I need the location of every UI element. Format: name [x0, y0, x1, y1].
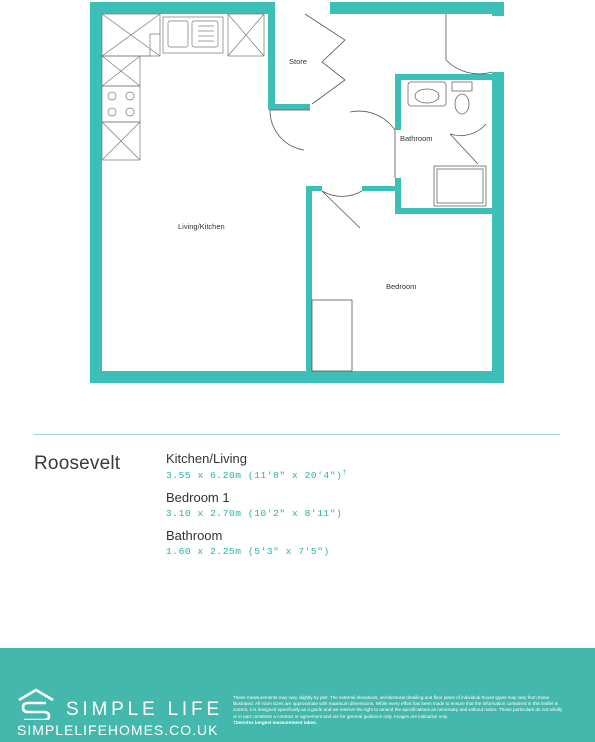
- wall-top-left: [90, 2, 275, 14]
- walls: [90, 2, 504, 383]
- hob-icon: [101, 85, 141, 123]
- wardrobe: [311, 299, 353, 372]
- schedule-room-name: Kitchen/Living: [166, 451, 247, 466]
- brand-name: SIMPLE LIFE: [66, 699, 223, 720]
- schedule-item-bathroom: Bathroom 1.60 x 2.25m (5'3" x 7'5"): [166, 528, 330, 557]
- wall-bath-left: [395, 74, 401, 130]
- entrance-door: [445, 14, 493, 75]
- room-label-bathroom: Bathroom: [400, 134, 433, 143]
- room-label-store: Store: [289, 57, 307, 66]
- room-label-living: Living/Kitchen: [178, 222, 225, 231]
- kitchen-units: [101, 13, 265, 161]
- wall-top-right: [446, 2, 504, 14]
- disclaimer: These measurements may vary slightly by …: [233, 695, 563, 726]
- room-label-bedroom: Bedroom: [386, 282, 416, 291]
- schedule-room-name: Bedroom 1: [166, 490, 230, 505]
- wall-store-bottom: [268, 104, 310, 110]
- footer: [0, 648, 595, 742]
- house-logo-icon: [18, 688, 54, 720]
- living-door: [269, 109, 310, 151]
- schedule-room-name: Bathroom: [166, 528, 223, 543]
- schedule-room-dims: 1.60 x 2.25m (5'3" x 7'5"): [166, 546, 330, 557]
- wall-left: [90, 2, 102, 383]
- wall-bath-top: [395, 74, 497, 80]
- basin-icon: [407, 81, 447, 107]
- wall-top-mid: [330, 2, 446, 14]
- bathroom-door: [349, 110, 396, 178]
- schedule-item-kitchen-living: Kitchen/Living 3.55 x 6.20m (11'8" x 20'…: [166, 451, 347, 481]
- shower-door: [449, 123, 487, 165]
- longest-measure-mark: †: [342, 469, 347, 476]
- wall-bath-bottom: [395, 208, 497, 214]
- schedule-item-bedroom: Bedroom 1 3.10 x 2.70m (10'2" x 8'11"): [166, 490, 342, 519]
- plot-name: Roosevelt: [34, 453, 121, 474]
- schedule-room-dims: 3.10 x 2.70m (10'2" x 8'11"): [166, 508, 343, 519]
- wall-bottom: [90, 371, 504, 383]
- sink-icon: [162, 16, 224, 54]
- wall-corridor-right: [362, 186, 400, 191]
- wall-bath-left-lower: [395, 178, 401, 214]
- disclaimer-text: These measurements may vary slightly by …: [233, 695, 563, 719]
- shower-tray-icon: [433, 165, 487, 207]
- doors: [269, 13, 493, 372]
- wc-icon: [451, 81, 473, 92]
- bedroom-door: [321, 190, 363, 229]
- wall-right-lower: [492, 72, 504, 383]
- wall-store-left: [268, 2, 275, 110]
- section-divider: [34, 434, 560, 435]
- store-door: [304, 13, 346, 105]
- wall-corridor-stub: [306, 186, 322, 191]
- floor-plan: Store Bathroom Living/Kitchen Bedroom: [90, 2, 504, 383]
- website-link[interactable]: SIMPLELIFEHOMES.CO.UK: [17, 722, 219, 738]
- disclaimer-note: †Denotes longest measurement taken.: [233, 719, 317, 725]
- schedule-room-dims: 3.55 x 6.20m (11'8" x 20'4")†: [166, 469, 347, 482]
- bathroom-fixtures: [407, 81, 487, 207]
- wall-partition: [306, 186, 312, 376]
